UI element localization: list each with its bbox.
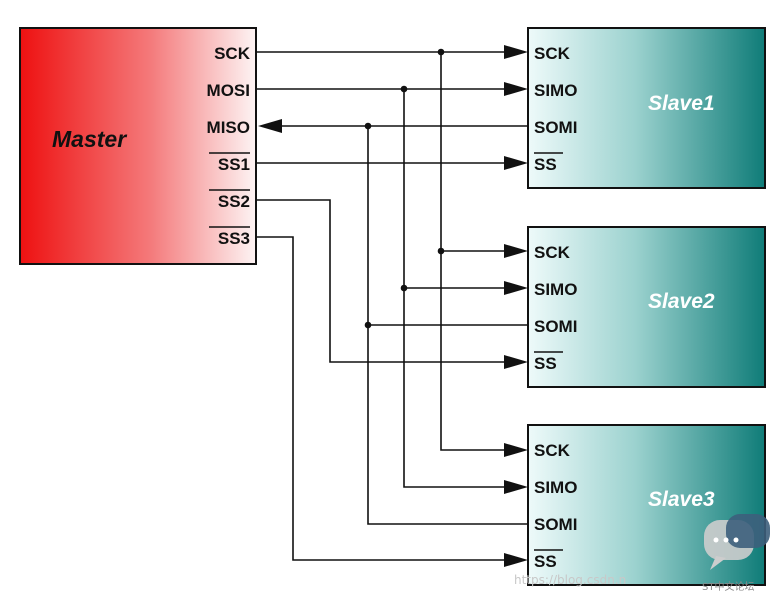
slave1-ss-arrow — [504, 156, 528, 170]
slave2-sck-arrow — [504, 244, 528, 258]
slave2-pin-simo: SIMO — [534, 280, 577, 299]
miso-junction-dot — [364, 122, 372, 130]
slave-block-1: Slave1 SCK SIMO SOMI SS — [527, 27, 766, 189]
watermark-url: https://blog.csdn.n — [514, 573, 626, 587]
slave3-sck-arrow — [504, 443, 528, 457]
slave1-pin-sck: SCK — [534, 44, 571, 63]
slave3-pin-simo: SIMO — [534, 478, 577, 497]
slave2-ss-arrow — [504, 355, 528, 369]
slave-block-3: Slave3 SCK SIMO SOMI SS — [527, 424, 766, 586]
slave3-pin-somi: SOMI — [534, 515, 577, 534]
sck-junction-dot — [437, 247, 445, 255]
slave2-pin-somi: SOMI — [534, 317, 577, 336]
slave2-simo-arrow — [504, 281, 528, 295]
slave3-ss-arrow — [504, 553, 528, 567]
master-pin-sck: SCK — [214, 44, 251, 63]
mosi-bus — [256, 82, 528, 494]
slave1-sck-arrow — [504, 45, 528, 59]
slave2-title: Slave2 — [648, 290, 715, 313]
sck-bus — [256, 45, 528, 457]
slave3-title: Slave3 — [648, 488, 715, 511]
slave1-simo-arrow — [504, 82, 528, 96]
master-pin-miso: MISO — [207, 118, 250, 137]
slave1-pin-somi: SOMI — [534, 118, 577, 137]
master-title: Master — [52, 126, 127, 152]
slave-block-2: Slave2 SCK SIMO SOMI SS — [527, 226, 766, 388]
master-pin-ss2: SS2 — [218, 192, 250, 211]
master-pin-ss3: SS3 — [218, 229, 250, 248]
chat-bubble-icon — [704, 514, 770, 570]
mosi-junction-dot — [400, 85, 408, 93]
master-pin-ss1: SS1 — [218, 155, 250, 174]
slave1-pin-simo: SIMO — [534, 81, 577, 100]
miso-junction-dot — [364, 321, 372, 329]
slave2-pin-sck: SCK — [534, 243, 571, 262]
master-pin-mosi: MOSI — [207, 81, 250, 100]
ss-lines — [256, 156, 528, 567]
mosi-junction-dot — [400, 284, 408, 292]
sck-junction-dot — [437, 48, 445, 56]
slave1-title: Slave1 — [648, 92, 715, 115]
miso-bus — [258, 119, 528, 525]
master-block: Master SCK MOSI MISO SS1 SS2 SS3 — [19, 27, 257, 265]
slave1-pin-ss: SS — [534, 155, 557, 174]
slave2-pin-ss: SS — [534, 354, 557, 373]
slave3-pin-sck: SCK — [534, 441, 571, 460]
slave3-pin-ss: SS — [534, 552, 557, 571]
watermark-brand: ST中文论坛 — [702, 580, 754, 593]
master-miso-arrow — [258, 119, 282, 133]
slave3-simo-arrow — [504, 480, 528, 494]
